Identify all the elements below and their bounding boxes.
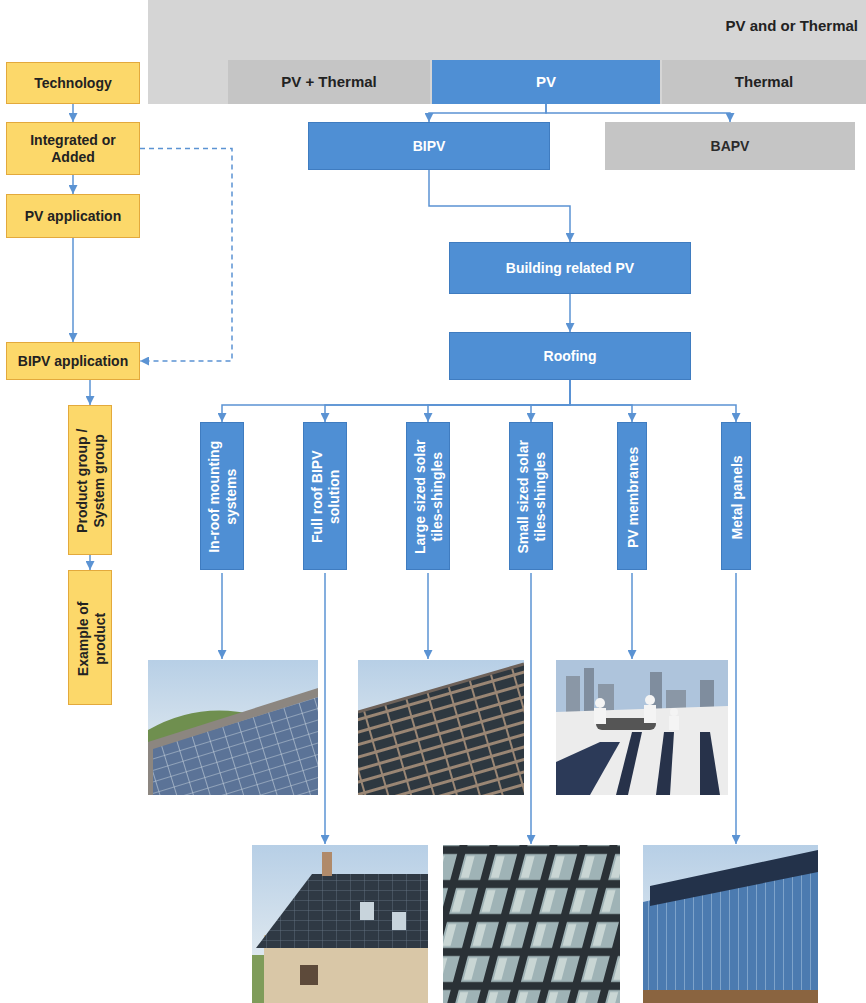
photo-person: [594, 708, 606, 724]
product-box: Full roof BIPV solution: [303, 422, 347, 570]
box-label: PV and or Thermal: [725, 17, 858, 35]
photo-strip: [656, 732, 674, 795]
step-box: Technology: [6, 62, 140, 104]
connector: [325, 380, 570, 422]
leader-line: [530, 573, 532, 844]
category-band: PV and or Thermal PV + Thermal PV Thermal: [148, 0, 866, 104]
photo-person: [645, 695, 655, 705]
photo-roof: [358, 664, 524, 795]
box-label: Metal panels: [729, 429, 746, 565]
box-label: Integrated or Added: [7, 132, 139, 166]
category-box: Roofing: [449, 332, 691, 380]
full-roof-photo: [252, 845, 428, 1003]
photo-sky: [556, 660, 728, 795]
photo-tiles: [443, 845, 620, 1003]
photo-ridge: [358, 664, 524, 712]
box-label: Building related PV: [506, 260, 634, 277]
step-box: PV application: [6, 194, 140, 238]
photo-person: [595, 698, 605, 708]
category-box: BIPV: [308, 122, 550, 170]
photo-window: [300, 965, 318, 985]
box-label: PV + Thermal: [281, 73, 376, 91]
step-box: Example of product: [68, 570, 112, 705]
photo-beam: [643, 990, 818, 1003]
box-label: Roofing: [544, 348, 597, 365]
box-label: Large sized solar tiles-shingles: [412, 429, 446, 565]
connector: [570, 380, 736, 422]
leader-line: [427, 573, 429, 659]
connector: [140, 149, 232, 362]
leader-line: [735, 573, 737, 844]
connector: [546, 104, 730, 122]
connector: [89, 555, 91, 570]
box-label: BIPV: [413, 138, 446, 155]
connector: [72, 104, 74, 122]
small-tiles-photo: [443, 845, 620, 1003]
box-label: Thermal: [735, 73, 793, 91]
step-box: Integrated or Added: [6, 122, 140, 175]
photo-roof: [148, 688, 318, 795]
product-box: Small sized solar tiles-shingles: [509, 422, 553, 570]
photo-roof: [556, 706, 728, 795]
photo-sky: [643, 845, 818, 1003]
photo-building: [584, 668, 594, 716]
box-label: In-roof mounting systems: [206, 429, 240, 565]
connector: [89, 380, 91, 405]
box-label: PV membranes: [625, 429, 642, 565]
photo-collector: [650, 850, 818, 906]
product-box: PV membranes: [617, 422, 647, 570]
connector: [428, 380, 570, 422]
product-box: In-roof mounting systems: [200, 422, 244, 570]
tiles-photo: [358, 660, 524, 795]
connector: [72, 238, 74, 342]
category-cell: Thermal: [662, 60, 866, 104]
photo-person: [644, 705, 656, 723]
photo-chimney: [322, 852, 332, 876]
connector: [429, 104, 546, 122]
box-label: BAPV: [711, 138, 750, 155]
connector: [429, 170, 570, 242]
box-label: Product group / System group: [74, 412, 108, 550]
photo-roof: [256, 874, 428, 948]
category-cell: PV: [432, 60, 660, 104]
leader-line: [324, 573, 326, 844]
connector: [72, 175, 74, 194]
photo-building: [566, 676, 580, 716]
photo-person: [670, 708, 678, 716]
box-label: PV application: [25, 208, 121, 225]
product-box: Metal panels: [721, 422, 751, 570]
photo-sky: [252, 845, 428, 1003]
box-label: PV: [536, 73, 556, 91]
step-box: Product group / System group: [68, 405, 112, 555]
step-box: BIPV application: [6, 342, 140, 380]
photo-strip: [616, 732, 642, 795]
box-label: BIPV application: [18, 353, 128, 370]
leader-line: [631, 573, 633, 659]
photo-sky: [148, 660, 318, 795]
box-label: Small sized solar tiles-shingles: [515, 429, 549, 565]
box-label: Full roof BIPV solution: [309, 429, 343, 565]
box-label: Example of product: [74, 577, 108, 700]
in-roof-photo: [148, 660, 318, 795]
connector: [570, 380, 632, 422]
leader-line: [221, 573, 223, 659]
photo-skylight: [392, 912, 406, 930]
photo-skylight: [360, 902, 374, 920]
photo-strip: [700, 732, 720, 795]
photo-person: [669, 716, 679, 730]
connector: [531, 380, 570, 422]
membrane-photo: [556, 660, 728, 795]
metal-panels-photo: [643, 845, 818, 1003]
connector: [222, 380, 570, 422]
category-box: Building related PV: [449, 242, 691, 294]
photo-panels: [153, 697, 318, 795]
product-box: Large sized solar tiles-shingles: [406, 422, 450, 570]
photo-strip: [556, 742, 620, 795]
leader-lines: [222, 573, 736, 844]
connector: [569, 294, 571, 332]
box-label: Technology: [34, 75, 112, 92]
category-box: BAPV: [605, 122, 855, 170]
category-cell: PV + Thermal: [228, 60, 430, 104]
photo-sky: [358, 660, 524, 795]
